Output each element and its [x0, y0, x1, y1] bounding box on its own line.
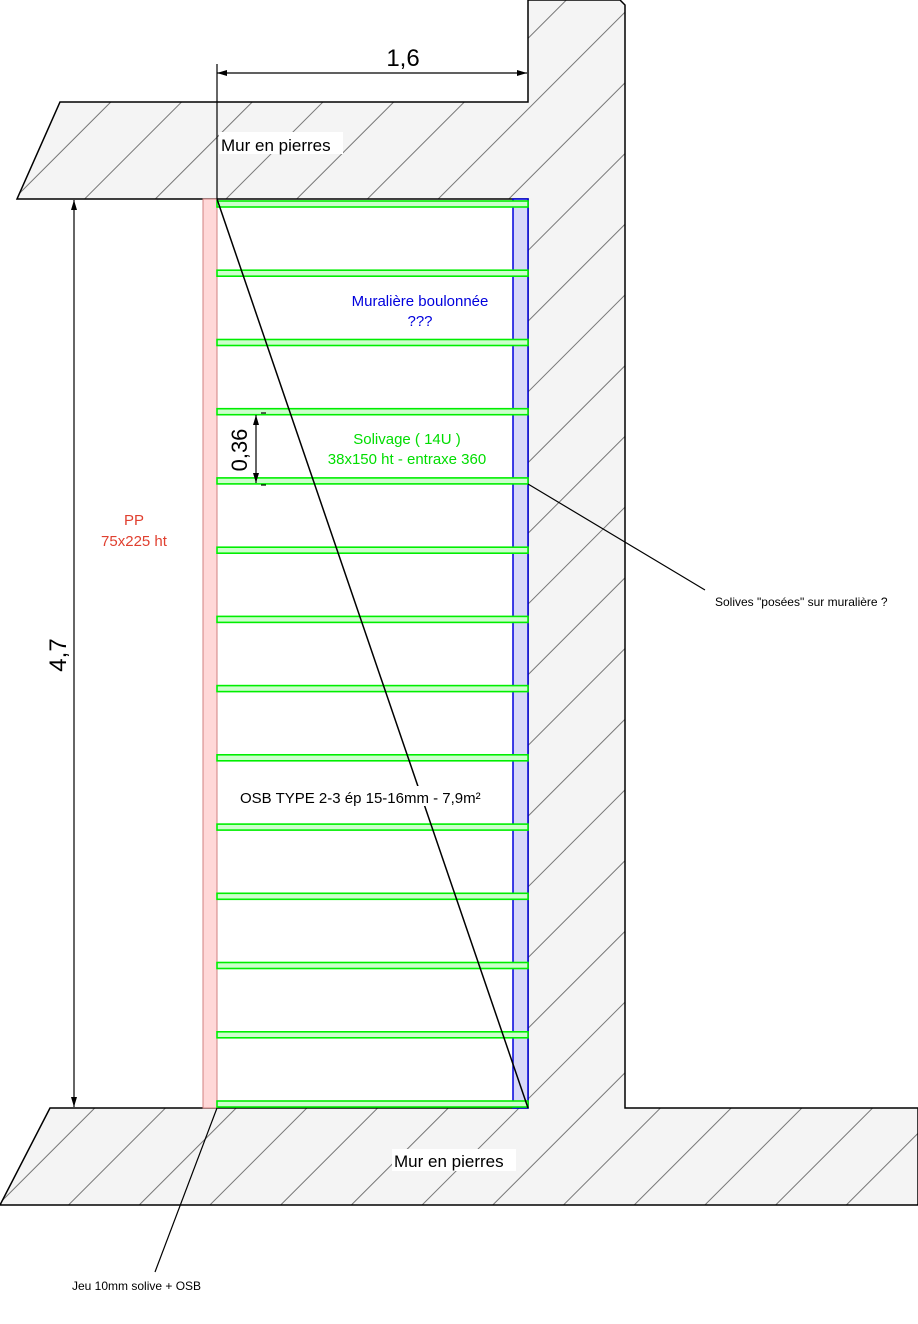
- joist: [216, 753, 529, 762]
- joist: [216, 546, 529, 555]
- top-wall-label: Mur en pierres: [221, 136, 331, 155]
- joist: [216, 823, 529, 831]
- joist: [216, 200, 529, 208]
- joist: [216, 615, 529, 624]
- joist: [216, 477, 529, 485]
- muraliere-label: Muralière boulonnée: [352, 293, 489, 310]
- osb-label: OSB TYPE 2-3 ép 15-16mm - 7,9m²: [240, 790, 481, 807]
- joist: [216, 684, 529, 693]
- joists-group: [216, 200, 529, 1108]
- bottom-wall-label: Mur en pierres: [394, 1152, 504, 1171]
- joist: [216, 1031, 529, 1039]
- joist: [216, 338, 529, 347]
- muraliere-question: ???: [407, 313, 432, 330]
- width-dimension-label: 1,6: [386, 45, 419, 72]
- joist: [216, 892, 529, 901]
- joist: [216, 1100, 529, 1108]
- solivage-label: Solivage ( 14U ): [353, 431, 461, 448]
- pp-beam: [202, 198, 218, 1109]
- solivage-spec: 38x150 ht - entraxe 360: [328, 451, 486, 468]
- spacing-dimension-label: 0,36: [227, 429, 252, 472]
- height-dimension-label: 4,7: [45, 638, 72, 671]
- jeu-note: Jeu 10mm solive + OSB: [72, 1279, 201, 1293]
- joist: [216, 269, 529, 278]
- pp-label: PP: [124, 512, 144, 529]
- solives-leader-line: [527, 483, 706, 591]
- jeu-leader-line: [154, 1107, 218, 1273]
- muraliere-beam: [512, 198, 529, 1109]
- diagonal-line: [216, 198, 529, 1109]
- pp-spec: 75x225 ht: [101, 533, 168, 550]
- joist: [216, 407, 529, 416]
- joist: [216, 961, 529, 970]
- solives-note: Solives "posées" sur muralière ?: [715, 595, 888, 609]
